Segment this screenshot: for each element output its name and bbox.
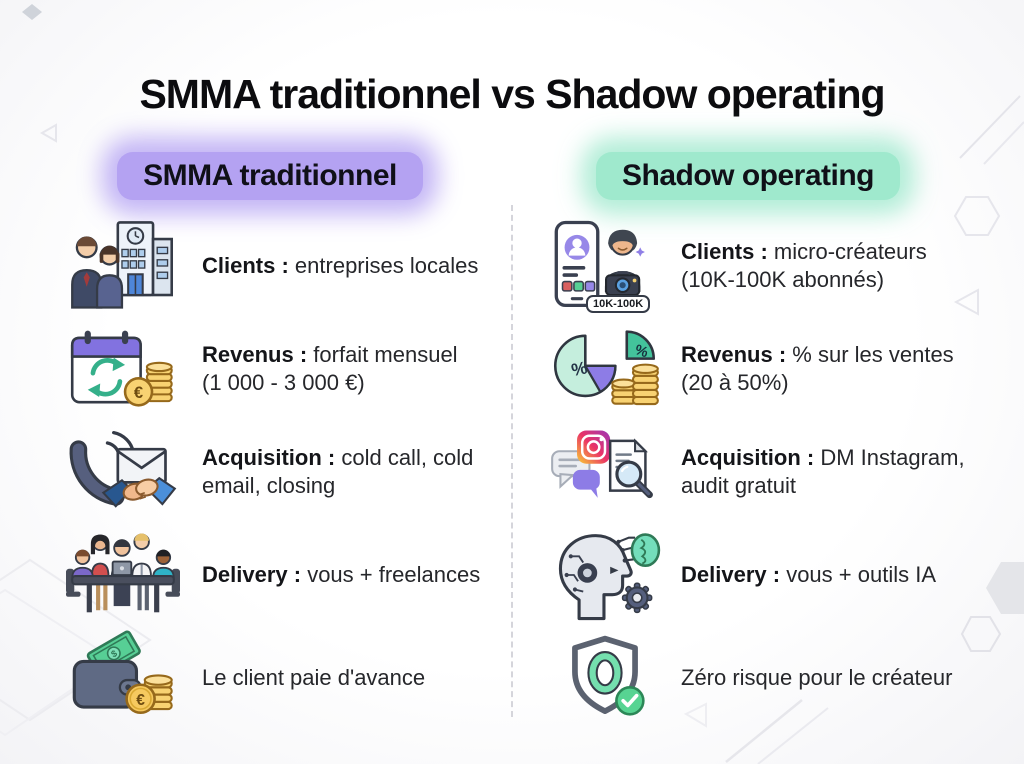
diagonal-line [983, 121, 1024, 165]
row-label: Clients : [202, 252, 289, 278]
row-label: Acquisition : [202, 445, 336, 471]
row-value: Le client paie d'avance [202, 664, 426, 690]
svg-text:€: € [134, 383, 143, 402]
diamond-shape [22, 4, 42, 20]
svg-text:$: $ [109, 647, 119, 659]
row-value: cold call, cold email, closing [202, 445, 474, 498]
row-label: Revenus : [681, 342, 787, 368]
column-smma-traditionnel: SMMA traditionnel [40, 138, 500, 729]
row-acquisition-right: Acquisition : DM Instagram, audit gratui… [524, 420, 972, 523]
row-text: Acquisition : cold call, cold email, clo… [202, 444, 500, 499]
creator-phone-icon: 10K-100K [542, 218, 667, 314]
row-clients-left: Clients : entreprises locales [40, 214, 500, 317]
svg-text:%: % [632, 342, 649, 361]
row-label: Delivery : [681, 561, 781, 587]
row-text: Revenus : % sur les ventes (20 à 50%) [681, 341, 972, 396]
row-value: forfait mensuel (1 000 - 3 000 €) [202, 342, 458, 395]
svg-text:€: € [136, 691, 145, 708]
row-risque-right: Zéro risque pour le créateur [524, 626, 972, 729]
row-value: Zéro risque pour le créateur [681, 664, 953, 690]
row-value: % sur les ventes (20 à 50%) [681, 342, 954, 395]
instagram-audit-icon [542, 424, 667, 520]
wallet-money-icon: $ € [58, 630, 188, 726]
row-text: Revenus : forfait mensuel (1 000 - 3 000… [202, 341, 500, 396]
row-label: Acquisition : [681, 445, 815, 471]
ai-head-gears-icon [542, 527, 667, 623]
row-acquisition-left: Acquisition : cold call, cold email, clo… [40, 420, 500, 523]
row-value: vous + outils IA [786, 561, 936, 587]
column-header-right: Shadow operating [595, 152, 900, 200]
column-shadow-operating: Shadow operating [524, 138, 972, 729]
row-value: vous + freelances [307, 561, 481, 587]
team-meeting-icon [58, 527, 188, 623]
shield-zero-risk-icon [542, 630, 667, 726]
column-divider [511, 205, 513, 717]
row-label: Clients : [681, 239, 768, 265]
svg-text:%: % [569, 357, 589, 380]
pie-chart-coins-icon: % % [542, 321, 667, 417]
row-text: Zéro risque pour le créateur [681, 664, 972, 691]
row-label: Delivery : [202, 561, 302, 587]
row-delivery-right: Delivery : vous + outils IA [524, 523, 972, 626]
row-text: Delivery : vous + freelances [202, 561, 500, 588]
phone-handshake-icon [58, 424, 188, 520]
row-text: Acquisition : DM Instagram, audit gratui… [681, 444, 972, 499]
page-title: SMMA traditionnel vs Shadow operating [139, 71, 885, 118]
row-value: entreprises locales [294, 252, 479, 278]
local-business-clients-icon [58, 218, 188, 314]
row-text: Clients : micro-créateurs (10K-100K abon… [681, 238, 972, 293]
row-delivery-left: Delivery : vous + freelances [40, 523, 500, 626]
row-text: Delivery : vous + outils IA [681, 561, 972, 588]
row-revenus-left: € Revenus : forfait mensuel (1 000 - 3 0… [40, 317, 500, 420]
row-value: DM Instagram, audit gratuit [681, 445, 965, 498]
followers-badge: 10K-100K [586, 294, 651, 313]
row-label: Revenus : [202, 342, 308, 368]
row-paiement-left: $ € [40, 626, 500, 729]
row-clients-right: 10K-100K Clients : micro-créateurs (10K-… [524, 214, 972, 317]
hexagon-shape [986, 562, 1024, 614]
row-text: Le client paie d'avance [202, 664, 500, 691]
column-header-left: SMMA traditionnel [117, 152, 423, 200]
calendar-coins-icon: € [58, 321, 188, 417]
row-revenus-right: % % [524, 317, 972, 420]
row-value: micro-créateurs (10K-100K abonnés) [681, 239, 927, 292]
row-text: Clients : entreprises locales [202, 252, 500, 279]
